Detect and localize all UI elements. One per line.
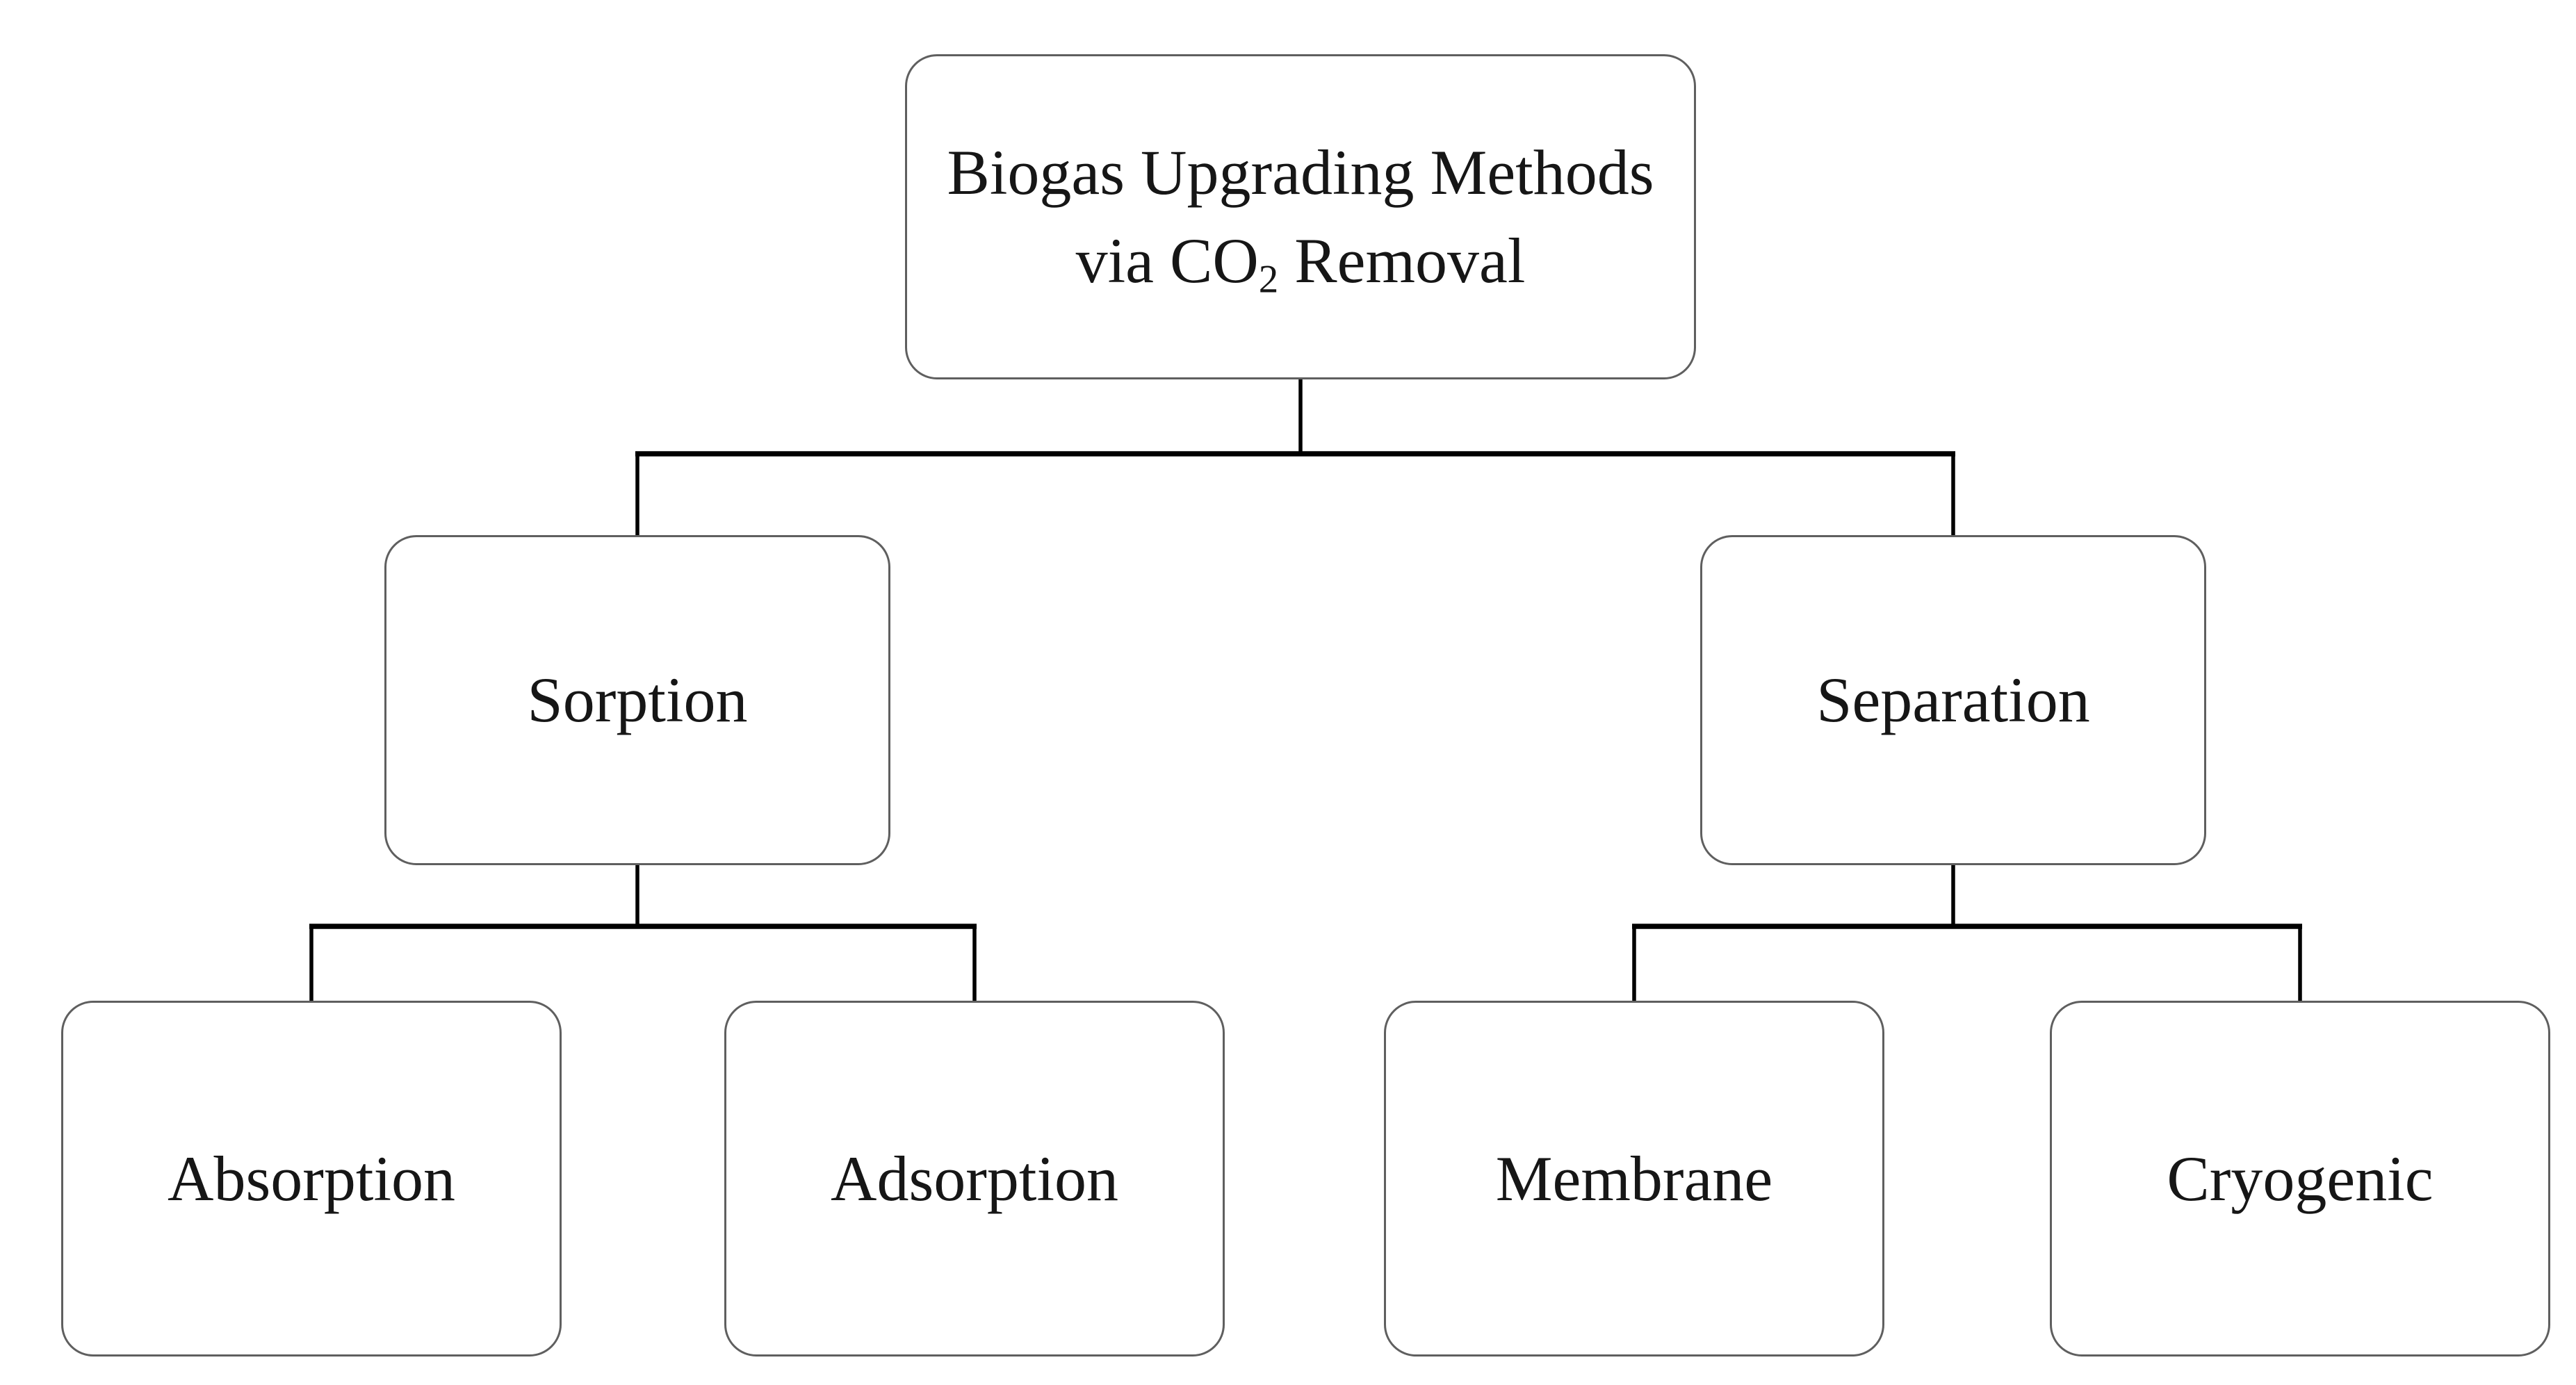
node-root-label: Biogas Upgrading Methods via CO2 Removal xyxy=(919,129,1681,305)
node-separation: Separation xyxy=(1700,535,2206,865)
node-sorption: Sorption xyxy=(384,535,890,865)
co2-subscript: 2 xyxy=(1258,257,1279,302)
root-label-line1: Biogas Upgrading Methods xyxy=(947,137,1654,208)
node-absorption-label: Absorption xyxy=(168,1142,455,1214)
node-separation-label: Separation xyxy=(1816,664,2090,736)
node-membrane-label: Membrane xyxy=(1495,1142,1773,1214)
node-root: Biogas Upgrading Methods via CO2 Removal xyxy=(905,54,1696,379)
node-membrane: Membrane xyxy=(1384,1001,1884,1357)
root-label-line2-post: Removal xyxy=(1278,225,1526,296)
node-absorption: Absorption xyxy=(61,1001,562,1357)
root-label-line2-pre: via CO xyxy=(1075,225,1259,296)
node-cryogenic: Cryogenic xyxy=(2050,1001,2550,1357)
node-sorption-label: Sorption xyxy=(527,664,748,736)
node-cryogenic-label: Cryogenic xyxy=(2167,1142,2434,1214)
node-adsorption-label: Adsorption xyxy=(831,1142,1118,1214)
node-adsorption: Adsorption xyxy=(724,1001,1225,1357)
